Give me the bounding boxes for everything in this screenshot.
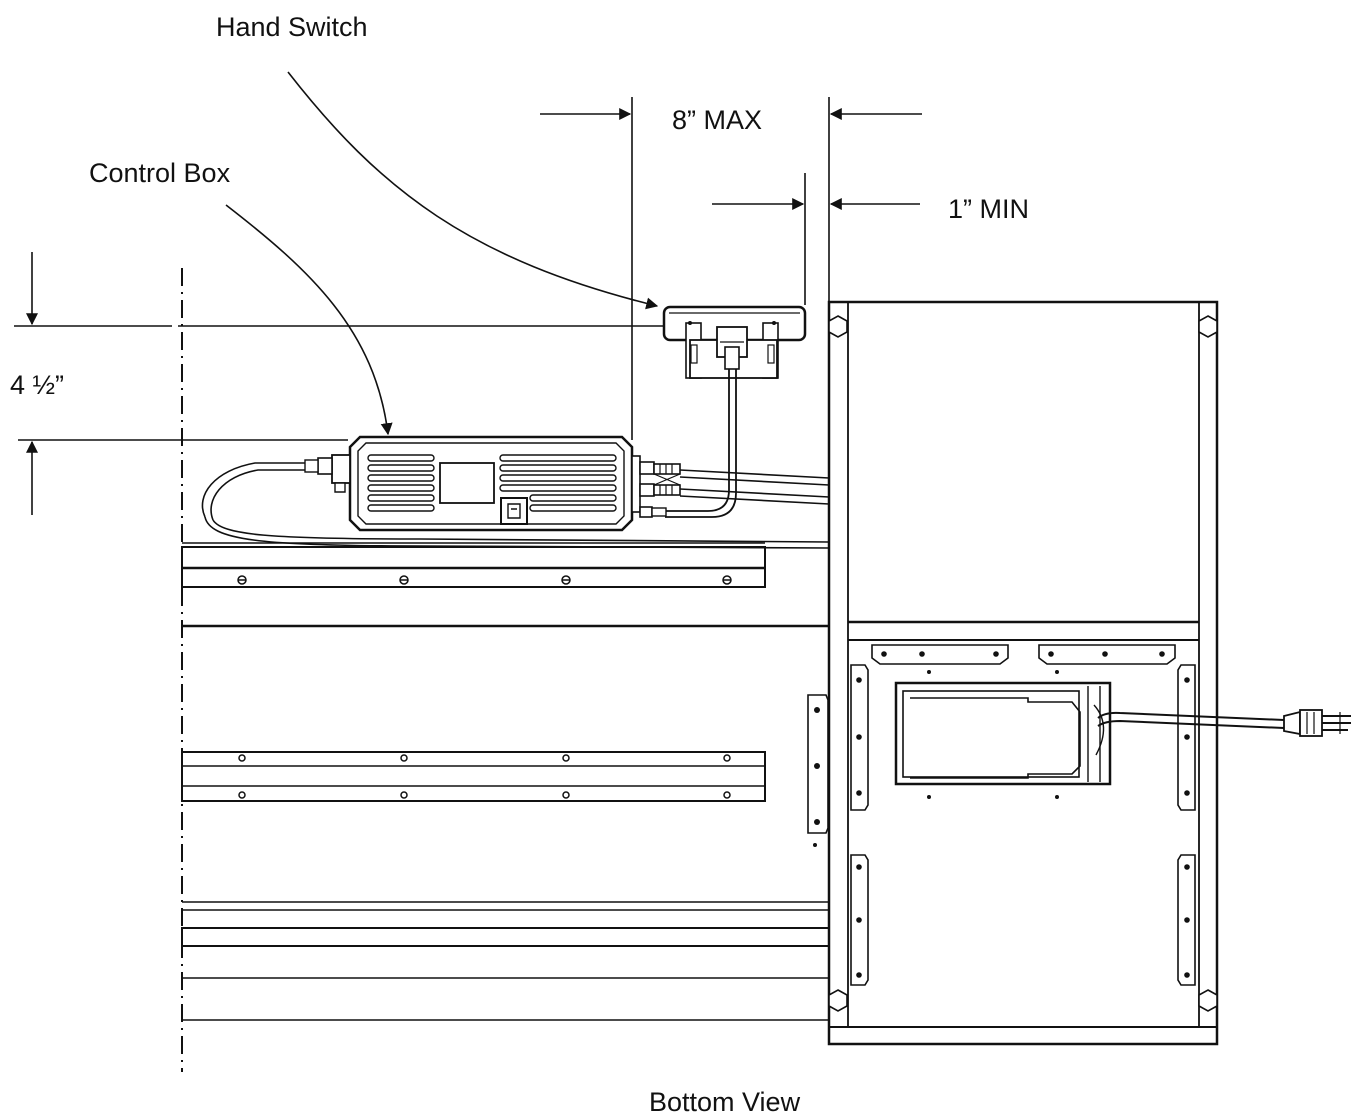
hand-switch-label: Hand Switch (216, 12, 368, 42)
corner-hex-bolts (828, 315, 1218, 1012)
motor-housing (894, 681, 1112, 786)
hand-switch-drawing (662, 305, 807, 379)
leg-column (827, 300, 1219, 1046)
bracket-holes (813, 651, 1190, 978)
rail-screws (237, 575, 732, 799)
power-cord (1097, 709, 1351, 737)
dimension-4-5 (14, 252, 664, 515)
dimension-1-min (712, 173, 920, 305)
hand-switch-cable (665, 369, 737, 518)
dimension-8-max-label: 8” MAX (672, 105, 763, 135)
leg-brackets (807, 644, 1196, 986)
motor-cables (201, 462, 830, 549)
hand-switch-slots (688, 321, 776, 364)
control-box-port-detail (653, 464, 681, 495)
frame-rails (181, 542, 830, 1021)
control-box-drawing (304, 435, 681, 532)
control-box-label: Control Box (89, 158, 231, 188)
dimension-1-min-label: 1” MIN (948, 194, 1029, 224)
hand-switch-leader (287, 71, 659, 310)
view-caption: Bottom View (649, 1087, 801, 1117)
control-box-leader (225, 204, 393, 436)
dimension-8-max (540, 97, 922, 440)
dimension-4-5-label: 4 ½” (10, 370, 65, 400)
